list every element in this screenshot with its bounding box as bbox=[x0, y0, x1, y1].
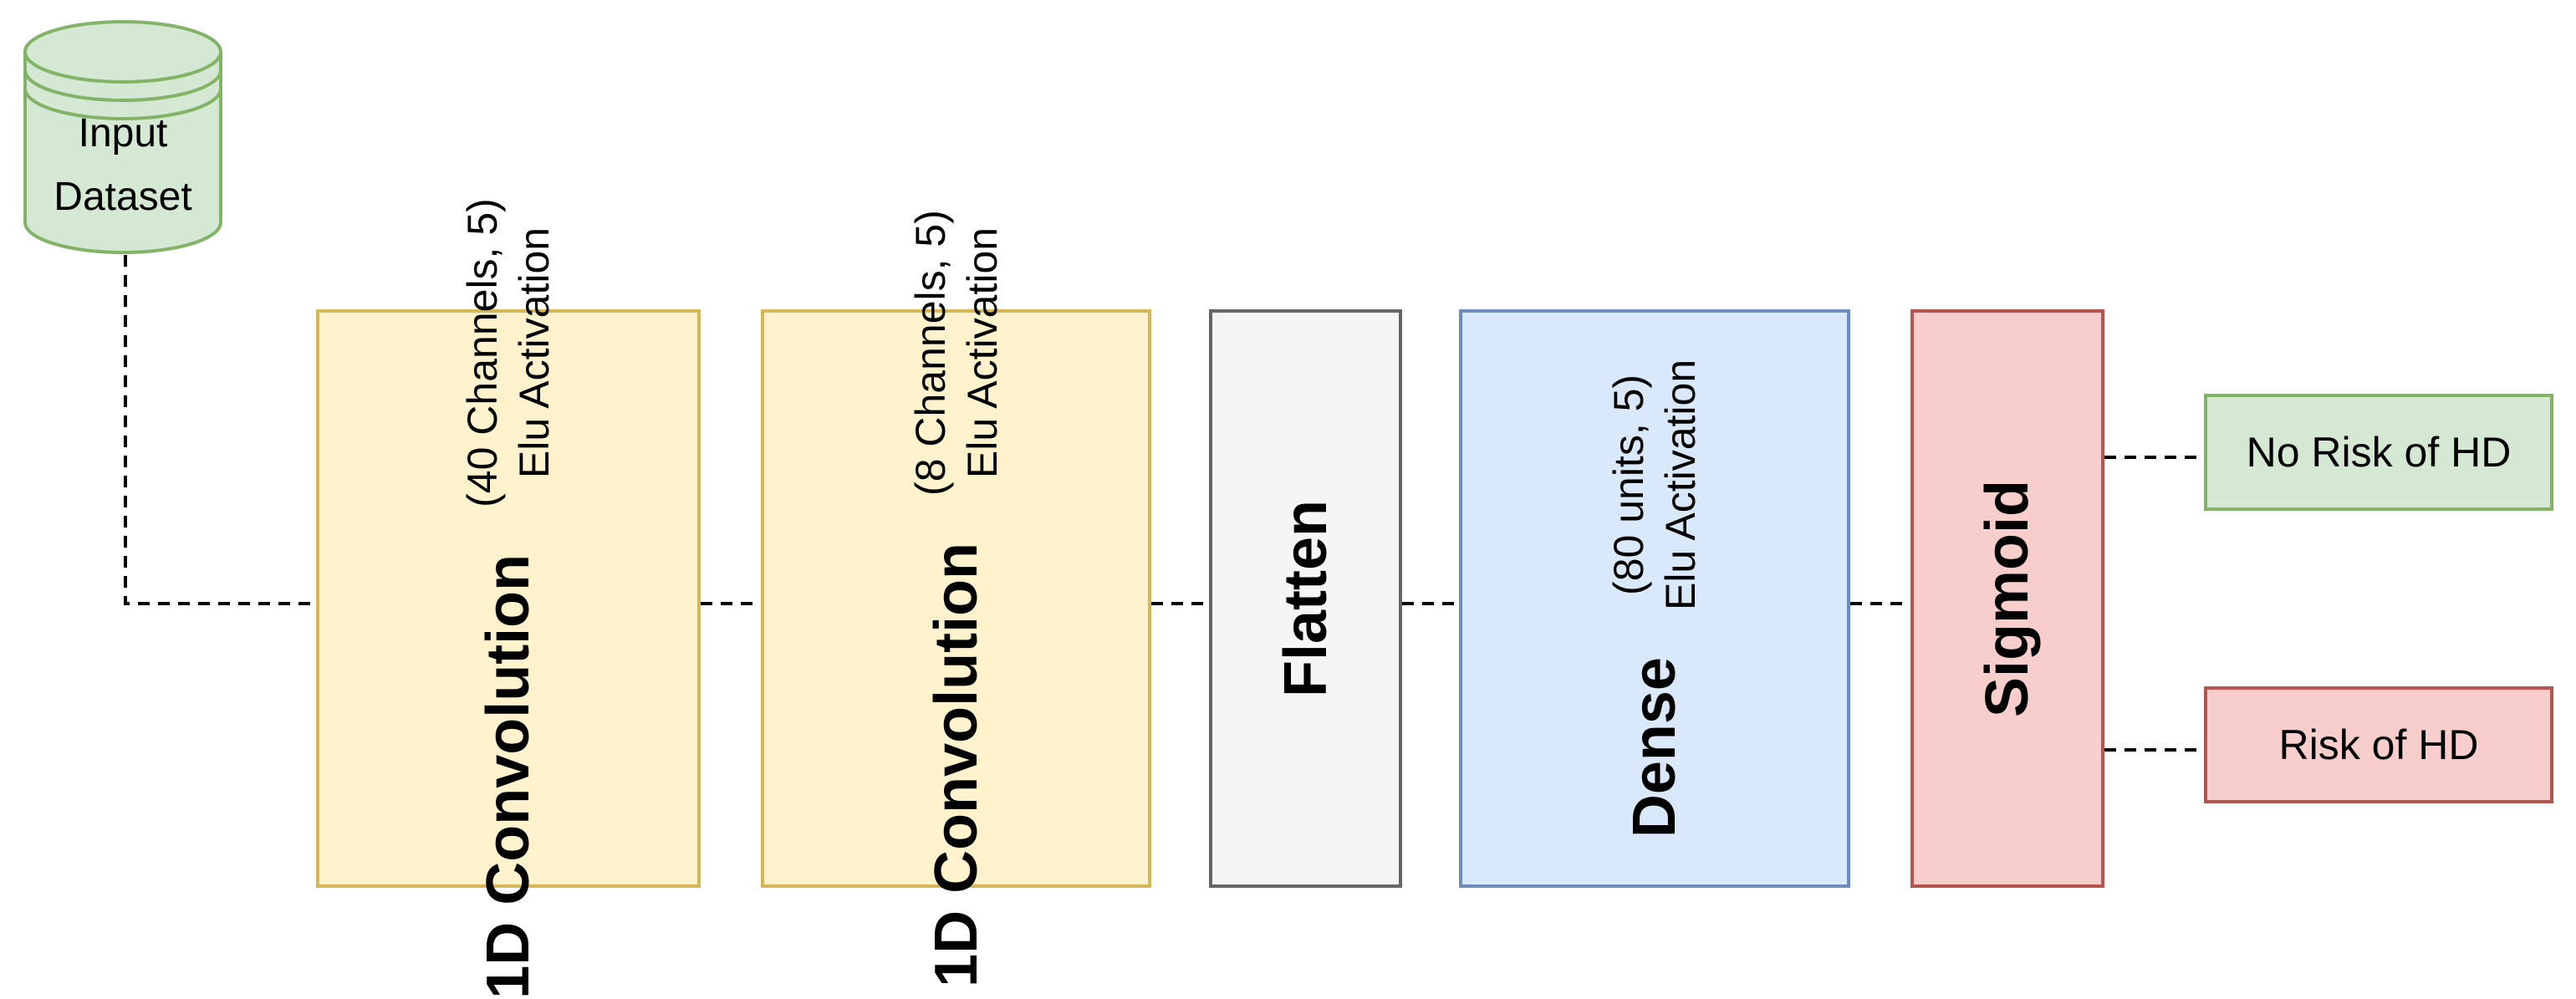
conv1-params: (40 Channels, 5) bbox=[459, 198, 506, 507]
flatten-title: Flatten bbox=[1272, 499, 1339, 698]
conv2-params: (8 Channels, 5) bbox=[906, 210, 954, 496]
output-risk-label: Risk of HD bbox=[2278, 721, 2479, 768]
sigmoid-block: Sigmoid bbox=[1910, 309, 2104, 888]
output-no-risk: No Risk of HD bbox=[2204, 394, 2553, 511]
dense-block: Dense (80 units, 5) Elu Activation bbox=[1459, 309, 1850, 888]
dense-params: (80 units, 5) bbox=[1605, 374, 1652, 595]
output-no-risk-label: No Risk of HD bbox=[2246, 429, 2512, 476]
conv1-title: 1D Convolution bbox=[475, 553, 542, 999]
connectors bbox=[124, 255, 2204, 752]
dense-title: Dense bbox=[1621, 657, 1688, 838]
database-icon bbox=[23, 20, 222, 254]
conv2-block: 1D Convolution (8 Channels, 5) Elu Activ… bbox=[761, 210, 1151, 987]
input-label-line1: Input bbox=[78, 111, 168, 155]
model-architecture-diagram: Input Dataset 1D Convolution (40 Channel… bbox=[22, 18, 2553, 999]
conv2-activation: Elu Activation bbox=[958, 227, 1006, 479]
conv1-block: 1D Convolution (40 Channels, 5) Elu Acti… bbox=[316, 198, 701, 999]
output-risk: Risk of HD bbox=[2204, 686, 2553, 803]
input-label-line2: Dataset bbox=[54, 175, 192, 219]
dense-activation: Elu Activation bbox=[1657, 359, 1704, 611]
connector-input-conv1 bbox=[124, 255, 316, 605]
flatten-block: Flatten bbox=[1209, 309, 1402, 888]
sigmoid-title: Sigmoid bbox=[1974, 480, 2041, 717]
conv1-activation: Elu Activation bbox=[511, 227, 558, 479]
input-dataset: Input Dataset bbox=[22, 18, 224, 256]
conv2-title: 1D Convolution bbox=[922, 542, 990, 987]
